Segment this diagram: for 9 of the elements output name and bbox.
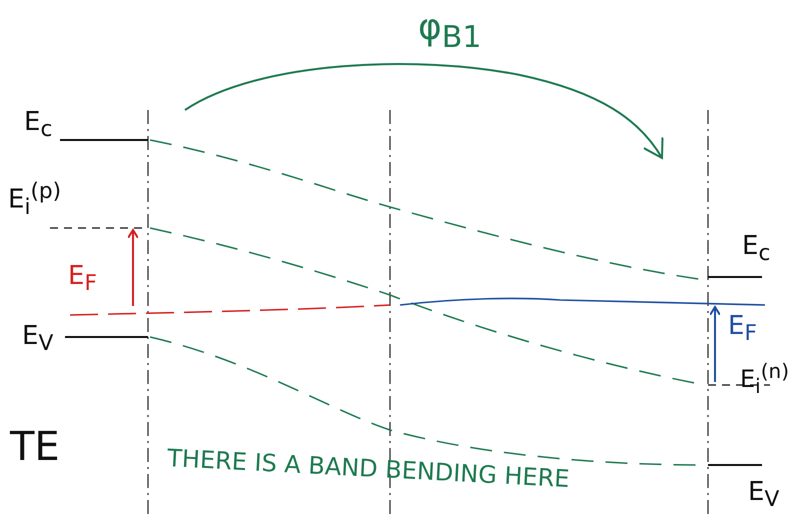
band-label: E$_{V}$ (748, 478, 780, 512)
band-label: E$_{c}$ (742, 232, 770, 266)
annotation-text: THERE IS A BAND BENDING HERE (166, 445, 570, 492)
band-label: E$_{V}$ (22, 322, 54, 356)
barrier-height-label: φ$_{B1}$ (418, 8, 482, 54)
fermi-level-label: E$_{F}$ (68, 262, 97, 296)
fermi-level-label: E$_{F}$ (728, 312, 757, 346)
band-label: E$_{c}$ (24, 108, 52, 142)
emission-label: TE (10, 425, 60, 469)
